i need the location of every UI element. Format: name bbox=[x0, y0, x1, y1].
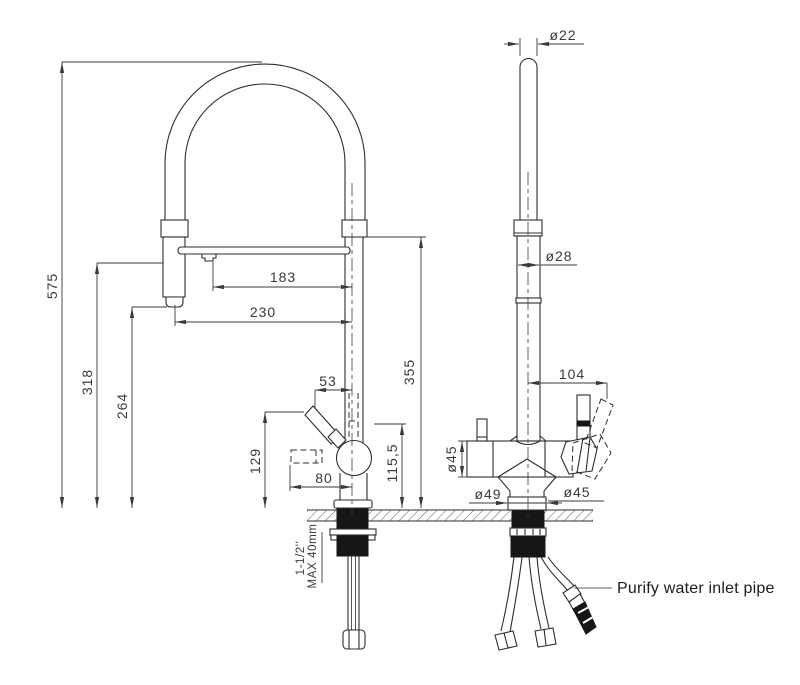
right-lever bbox=[576, 394, 591, 442]
dimension-base-diameter: ø49 bbox=[469, 486, 562, 506]
note-text-max-deck: MAX 40mm bbox=[307, 524, 319, 589]
hose-coupling-right bbox=[341, 219, 368, 238]
dim-text-dia45-handle: ø45 bbox=[563, 484, 590, 500]
purify-pipe-connector bbox=[572, 601, 597, 635]
ball-joint bbox=[335, 439, 373, 477]
hose-coupling-left bbox=[160, 219, 189, 238]
spray-nozzle-tip bbox=[165, 296, 184, 308]
column-joint-band bbox=[515, 297, 542, 304]
dimension-handle-reach: 104 bbox=[528, 366, 608, 399]
mounting-nut bbox=[336, 535, 369, 557]
dimension-body-diameter: ø45 bbox=[443, 440, 467, 478]
hidden-side-outlet bbox=[290, 449, 323, 464]
dimension-spray-outlet-height: 264 bbox=[114, 306, 167, 508]
dim-text-129: 129 bbox=[247, 448, 263, 474]
riser-column bbox=[516, 235, 541, 442]
mounting-washer-right bbox=[509, 527, 547, 537]
dim-text-575: 575 bbox=[44, 273, 60, 299]
supply-hose-left bbox=[494, 556, 523, 651]
spout-outlet bbox=[201, 253, 217, 262]
faucet-body-column bbox=[341, 219, 368, 473]
base-funnel bbox=[497, 476, 557, 511]
dim-text-dia22: ø22 bbox=[549, 27, 576, 43]
spray-hose-arch bbox=[164, 63, 366, 221]
dimension-handle-diameter: ø45 bbox=[548, 484, 604, 502]
spout-arm bbox=[177, 246, 351, 255]
dimension-handle-height: 129 bbox=[247, 411, 304, 508]
deck-hatch bbox=[307, 510, 593, 521]
right-lever-knob bbox=[560, 436, 598, 475]
dim-text-dia28: ø28 bbox=[545, 248, 572, 264]
dimension-spout-tip-reach: 183 bbox=[212, 262, 352, 291]
dim-text-dia45-body: ø45 bbox=[443, 445, 459, 472]
rotated-lever-hidden bbox=[571, 398, 614, 480]
dimension-column-height: 355 bbox=[367, 236, 426, 508]
threaded-rod bbox=[347, 555, 360, 631]
front-view bbox=[466, 58, 614, 518]
mounting-shank bbox=[336, 507, 369, 530]
spray-head bbox=[160, 219, 189, 308]
note-text-shank: 1-1/2'' bbox=[295, 541, 307, 576]
purify-water-inlet-pipe bbox=[540, 556, 597, 635]
supply-hose-right bbox=[528, 556, 557, 648]
dimension-overall-height: 575 bbox=[44, 61, 262, 508]
right-view-under-deck: Purify water inlet pipe bbox=[494, 507, 775, 651]
dimension-spray-head-top-height: 318 bbox=[79, 262, 163, 508]
mixer-body bbox=[466, 435, 574, 478]
dim-text-53: 53 bbox=[319, 373, 337, 389]
mounting-washer bbox=[329, 528, 377, 541]
dim-text-355: 355 bbox=[401, 359, 417, 385]
dim-text-183: 183 bbox=[270, 269, 296, 285]
faucet-base bbox=[333, 473, 373, 509]
left-lever bbox=[476, 418, 488, 442]
hex-nut bbox=[342, 629, 366, 650]
left-side-view bbox=[160, 63, 373, 516]
hidden-cartridge bbox=[348, 393, 359, 440]
note-shank-thread: 1-1/2'' MAX 40mm bbox=[295, 524, 323, 589]
purify-pipe-label: Purify water inlet pipe bbox=[617, 580, 775, 597]
dim-text-80: 80 bbox=[315, 470, 333, 486]
mounting-nut-right bbox=[510, 535, 546, 558]
dimension-side-outlet-height: 115,5 bbox=[374, 423, 406, 508]
dim-text-318: 318 bbox=[79, 369, 95, 395]
dim-text-230: 230 bbox=[250, 304, 276, 320]
dimension-column-diameter: ø28 bbox=[518, 248, 577, 268]
spray-hose-tube bbox=[519, 58, 538, 237]
dimension-side-outlet-reach: 80 bbox=[289, 465, 352, 491]
left-view-under-deck-mounting bbox=[329, 507, 377, 650]
dimension-spray-head-reach: 230 bbox=[174, 304, 352, 326]
handle-hub bbox=[327, 428, 347, 449]
dim-text-104: 104 bbox=[559, 366, 585, 382]
dimension-hose-tip-diameter: ø22 bbox=[504, 27, 584, 56]
dim-text-115-5: 115,5 bbox=[384, 444, 400, 483]
dim-text-dia49: ø49 bbox=[474, 486, 501, 502]
dim-text-264: 264 bbox=[114, 393, 130, 419]
dimension-handle-offset: 53 bbox=[314, 373, 352, 408]
